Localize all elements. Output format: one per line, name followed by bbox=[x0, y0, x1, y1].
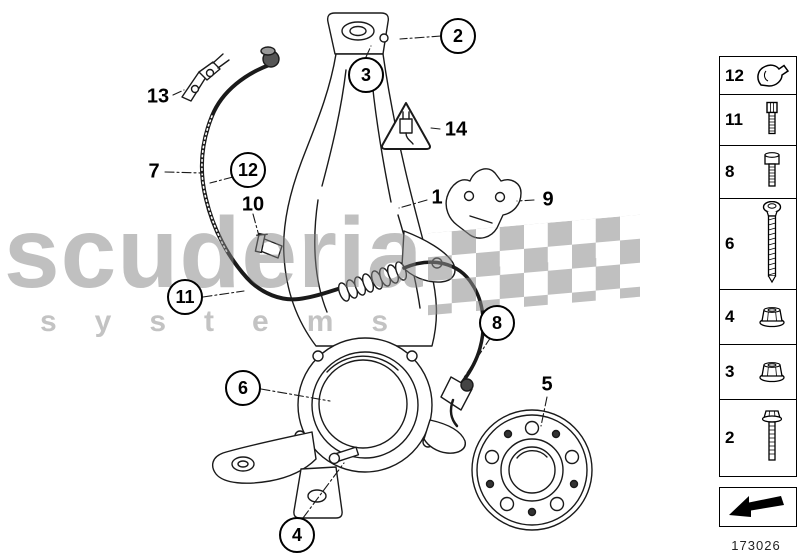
callout-1[interactable]: 1 bbox=[431, 186, 443, 209]
direction-arrow-icon bbox=[723, 489, 793, 526]
abs-harness-cable bbox=[199, 46, 343, 302]
bracket-right bbox=[445, 168, 522, 239]
legend-item-label: 8 bbox=[725, 162, 735, 181]
legend-item-3[interactable]: 3 bbox=[720, 345, 796, 400]
direction-arrow-box[interactable] bbox=[719, 487, 797, 527]
callout-12[interactable]: 12 bbox=[230, 152, 266, 188]
warning-triangle-icon bbox=[381, 102, 431, 150]
bracket-top-left bbox=[181, 53, 230, 102]
socket-head-screw-icon bbox=[748, 101, 796, 139]
leader-lines bbox=[164, 35, 548, 519]
callout-5[interactable]: 5 bbox=[541, 373, 553, 396]
flange-nut-icon bbox=[748, 305, 796, 329]
abs-sensor bbox=[440, 376, 474, 428]
flange-nut-icon bbox=[748, 360, 796, 384]
legend-item-label: 3 bbox=[725, 362, 735, 381]
legend-item-label: 2 bbox=[725, 428, 735, 447]
callout-9[interactable]: 9 bbox=[542, 188, 554, 211]
drawing-number: 173026 bbox=[731, 538, 781, 553]
legend-item-label: 12 bbox=[725, 65, 744, 85]
callout-13[interactable]: 13 bbox=[146, 85, 170, 108]
callout-7[interactable]: 7 bbox=[148, 160, 160, 183]
socket-head-screw-icon bbox=[748, 152, 796, 192]
legend-item-label: 11 bbox=[725, 110, 743, 129]
flange-hex-bolt-icon bbox=[748, 409, 796, 467]
pan-head-screw-icon bbox=[748, 201, 796, 287]
callout-14[interactable]: 14 bbox=[444, 118, 468, 141]
retaining-clip-icon bbox=[748, 61, 796, 91]
legend-item-6[interactable]: 6 bbox=[720, 199, 796, 290]
callout-3[interactable]: 3 bbox=[348, 57, 384, 93]
wheel-hub bbox=[471, 409, 593, 531]
callout-2[interactable]: 2 bbox=[440, 18, 476, 54]
legend-item-label: 4 bbox=[725, 307, 735, 326]
callout-4[interactable]: 4 bbox=[279, 517, 315, 553]
fasteners-legend: 12 11 8 bbox=[719, 56, 797, 477]
callout-8[interactable]: 8 bbox=[479, 305, 515, 341]
legend-item-label: 6 bbox=[725, 234, 735, 253]
legend-item-4[interactable]: 4 bbox=[720, 290, 796, 345]
legend-item-12[interactable]: 12 bbox=[720, 57, 796, 95]
legend-item-2[interactable]: 2 bbox=[720, 400, 796, 476]
callout-10[interactable]: 10 bbox=[241, 193, 265, 216]
steering-knuckle bbox=[211, 12, 466, 519]
legend-item-8[interactable]: 8 bbox=[720, 146, 796, 199]
legend-item-11[interactable]: 11 bbox=[720, 95, 796, 146]
callout-11[interactable]: 11 bbox=[167, 279, 203, 315]
callout-6[interactable]: 6 bbox=[225, 370, 261, 406]
